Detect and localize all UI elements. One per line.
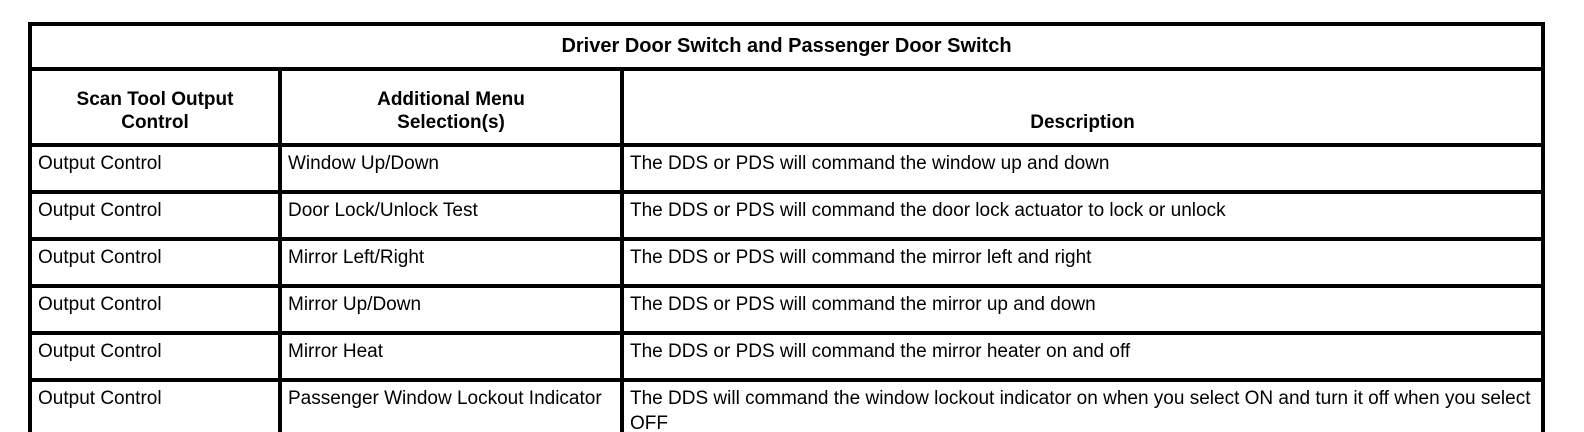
cell-output-control: Output Control (28, 331, 282, 382)
cell-description: The DDS or PDS will command the window u… (619, 143, 1546, 194)
cell-menu-selection: Window Up/Down (278, 143, 624, 194)
cell-menu-selection: Door Lock/Unlock Test (278, 190, 624, 241)
cell-menu-selection: Passenger Window Lockout Indicator (278, 378, 624, 432)
table-row: Output Control Passenger Window Lockout … (28, 378, 1546, 432)
cell-description: The DDS or PDS will command the mirror u… (619, 284, 1546, 335)
door-switch-output-control-table: Driver Door Switch and Passenger Door Sw… (27, 22, 1546, 432)
table-header-row: Scan Tool Output Control Additional Menu… (28, 67, 1546, 147)
cell-output-control: Output Control (28, 190, 282, 241)
column-header-scan-tool-output-control: Scan Tool Output Control (28, 67, 282, 147)
cell-description: The DDS or PDS will command the door loc… (619, 190, 1546, 241)
table-title: Driver Door Switch and Passenger Door Sw… (27, 22, 1546, 71)
table-row: Output Control Mirror Up/Down The DDS or… (28, 284, 1546, 335)
cell-description: The DDS or PDS will command the mirror l… (619, 237, 1546, 288)
cell-output-control: Output Control (28, 237, 282, 288)
cell-menu-selection: Mirror Heat (278, 331, 624, 382)
cell-output-control: Output Control (28, 143, 282, 194)
cell-description: The DDS or PDS will command the mirror h… (619, 331, 1546, 382)
table-title-row: Driver Door Switch and Passenger Door Sw… (27, 22, 1546, 71)
column-header-description: Description (619, 67, 1546, 147)
column-header-additional-menu-selections: Additional Menu Selection(s) (278, 67, 624, 147)
table-row: Output Control Mirror Left/Right The DDS… (28, 237, 1546, 288)
table-row: Output Control Window Up/Down The DDS or… (28, 143, 1546, 194)
cell-menu-selection: Mirror Left/Right (278, 237, 624, 288)
cell-menu-selection: Mirror Up/Down (278, 284, 624, 335)
table-row: Output Control Mirror Heat The DDS or PD… (28, 331, 1546, 382)
cell-output-control: Output Control (28, 284, 282, 335)
table-row: Output Control Door Lock/Unlock Test The… (28, 190, 1546, 241)
cell-description: The DDS will command the window lockout … (619, 378, 1546, 432)
cell-output-control: Output Control (28, 378, 282, 432)
